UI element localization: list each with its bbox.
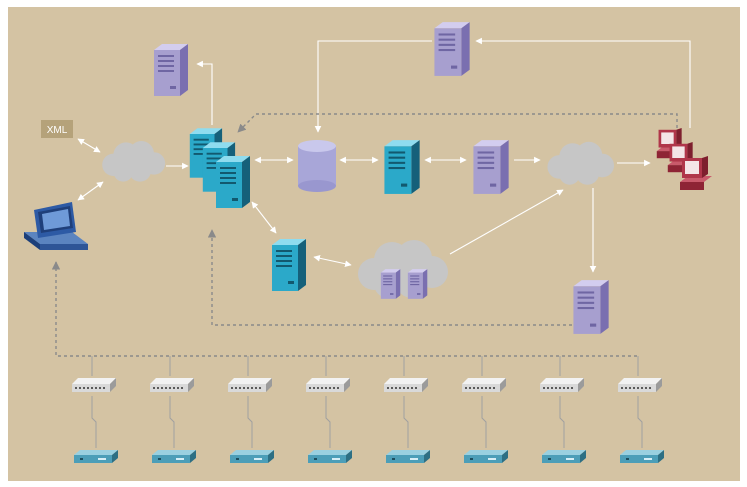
switch-icon xyxy=(150,378,194,392)
modem-icon xyxy=(464,450,508,463)
switch-icon xyxy=(306,378,350,392)
tower-server-icon xyxy=(384,140,420,194)
modem-icon xyxy=(308,450,352,463)
modem-icon xyxy=(152,450,196,463)
tower-server-icon xyxy=(380,269,401,299)
switch-icon xyxy=(228,378,272,392)
access-lines xyxy=(91,356,643,448)
tower-server-icon xyxy=(434,22,470,76)
dashed-links xyxy=(51,113,678,357)
connectors xyxy=(77,37,691,273)
modem-icon xyxy=(386,450,430,463)
database-icon xyxy=(298,140,336,192)
modem-icon xyxy=(230,450,274,463)
desktop-computer-icon xyxy=(24,202,88,250)
xml-label: XML xyxy=(47,125,68,136)
switch-icon xyxy=(618,378,662,392)
xml-tag-icon: XML xyxy=(41,120,73,138)
tower-server-icon xyxy=(573,280,609,334)
switch-icon xyxy=(462,378,506,392)
switch-icon xyxy=(72,378,116,392)
tower-server-icon xyxy=(407,269,428,299)
diagram-background xyxy=(8,7,740,481)
modem-icon xyxy=(620,450,664,463)
tower-server-icon xyxy=(272,239,306,291)
tower-server-icon xyxy=(154,44,188,96)
modem-icon xyxy=(74,450,118,463)
tower-server-icon xyxy=(473,140,509,194)
switch-icon xyxy=(384,378,428,392)
switch-icon xyxy=(540,378,584,392)
modem-icon xyxy=(542,450,586,463)
